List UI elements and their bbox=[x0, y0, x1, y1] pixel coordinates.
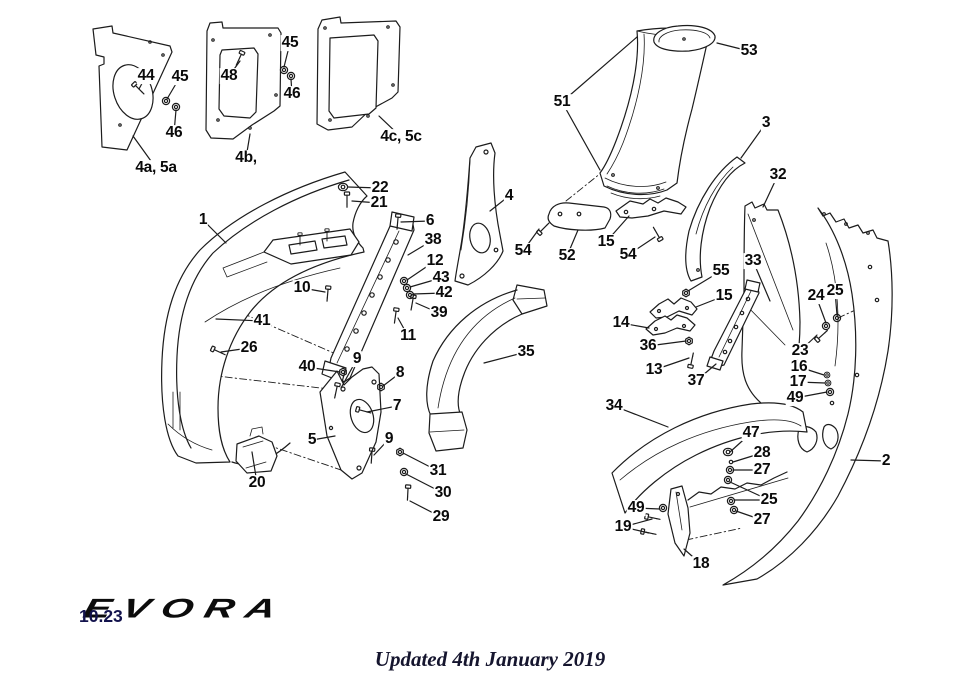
callout-45: 45 bbox=[170, 68, 190, 86]
callout-12: 12 bbox=[425, 252, 445, 270]
callout-32: 32 bbox=[768, 166, 788, 184]
callout-15: 15 bbox=[714, 287, 734, 305]
callout-11: 11 bbox=[399, 327, 417, 345]
callout-40: 40 bbox=[297, 358, 317, 376]
bracket-14 bbox=[645, 314, 696, 336]
panel-4c-5c bbox=[316, 16, 401, 131]
callout-38: 38 bbox=[423, 231, 443, 249]
callout-2: 2 bbox=[880, 452, 892, 470]
callout-27: 27 bbox=[752, 461, 772, 479]
callout-4c5c: 4c, 5c bbox=[379, 128, 423, 146]
callout-4b: 4b, bbox=[234, 149, 258, 167]
callout-53: 53 bbox=[739, 42, 759, 60]
callout-15: 15 bbox=[596, 233, 616, 251]
callout-49: 49 bbox=[626, 499, 646, 517]
callout-1: 1 bbox=[197, 211, 209, 229]
callout-6: 6 bbox=[424, 212, 436, 230]
bracket-15-upper bbox=[615, 197, 687, 219]
callout-14: 14 bbox=[611, 314, 631, 332]
catalog-section-number: 10.23 bbox=[79, 606, 123, 626]
callout-17: 17 bbox=[788, 373, 808, 391]
callout-4a5a: 4a, 5a bbox=[134, 159, 178, 177]
callout-51: 51 bbox=[552, 93, 572, 111]
callout-49: 49 bbox=[785, 389, 805, 407]
blade-3 bbox=[685, 156, 746, 282]
callout-52: 52 bbox=[557, 247, 577, 265]
callout-4: 4 bbox=[503, 187, 515, 205]
callout-8: 8 bbox=[394, 364, 406, 382]
callout-9: 9 bbox=[351, 350, 363, 368]
callout-20: 20 bbox=[247, 474, 267, 492]
callout-10: 10 bbox=[292, 279, 312, 297]
callout-41: 41 bbox=[252, 312, 272, 330]
callout-31: 31 bbox=[428, 462, 448, 480]
callout-23: 23 bbox=[790, 342, 810, 360]
callout-25: 25 bbox=[759, 491, 779, 509]
callout-54: 54 bbox=[513, 242, 533, 260]
callout-25: 25 bbox=[825, 282, 845, 300]
callout-9: 9 bbox=[383, 430, 395, 448]
callout-13: 13 bbox=[644, 361, 664, 379]
callout-24: 24 bbox=[806, 287, 826, 305]
fin-18 bbox=[667, 485, 691, 557]
intake-cap-53 bbox=[653, 24, 716, 52]
callout-47: 47 bbox=[741, 424, 761, 442]
callout-45: 45 bbox=[280, 34, 300, 52]
callout-42: 42 bbox=[434, 284, 454, 302]
callout-18: 18 bbox=[691, 555, 711, 573]
callout-48: 48 bbox=[219, 67, 239, 85]
callout-39: 39 bbox=[429, 304, 449, 322]
panel-4a-5a bbox=[92, 25, 173, 151]
callout-28: 28 bbox=[752, 444, 772, 462]
callout-34: 34 bbox=[604, 397, 624, 415]
plate-52 bbox=[547, 202, 612, 231]
callout-19: 19 bbox=[613, 518, 633, 536]
callout-54: 54 bbox=[618, 246, 638, 264]
bracket-20 bbox=[235, 426, 278, 474]
callout-16: 16 bbox=[789, 358, 809, 376]
callout-33: 33 bbox=[743, 252, 763, 270]
front-clamshell-panel bbox=[161, 171, 368, 465]
callout-55: 55 bbox=[711, 262, 731, 280]
callout-5: 5 bbox=[306, 431, 318, 449]
callout-27: 27 bbox=[752, 511, 772, 529]
duct-35 bbox=[426, 284, 548, 452]
callout-43: 43 bbox=[431, 269, 451, 287]
quarter-panel-flange bbox=[687, 471, 789, 508]
callout-29: 29 bbox=[431, 508, 451, 526]
quarter-panel-2 bbox=[722, 207, 893, 586]
callout-22: 22 bbox=[370, 179, 390, 197]
callout-21: 21 bbox=[369, 194, 389, 212]
callout-44: 44 bbox=[136, 67, 156, 85]
callout-36: 36 bbox=[638, 337, 658, 355]
callout-3: 3 bbox=[760, 114, 772, 132]
strip-37 bbox=[706, 279, 761, 371]
bracket-4 bbox=[454, 142, 504, 286]
callout-46: 46 bbox=[164, 124, 184, 142]
callout-7: 7 bbox=[391, 397, 403, 415]
callout-35: 35 bbox=[516, 343, 536, 361]
callout-30: 30 bbox=[433, 484, 453, 502]
callout-37: 37 bbox=[686, 372, 706, 390]
updated-date-note: Updated 4th January 2019 bbox=[374, 647, 606, 671]
callout-26: 26 bbox=[239, 339, 259, 357]
panel-4b bbox=[205, 21, 282, 140]
callout-46: 46 bbox=[282, 85, 302, 103]
